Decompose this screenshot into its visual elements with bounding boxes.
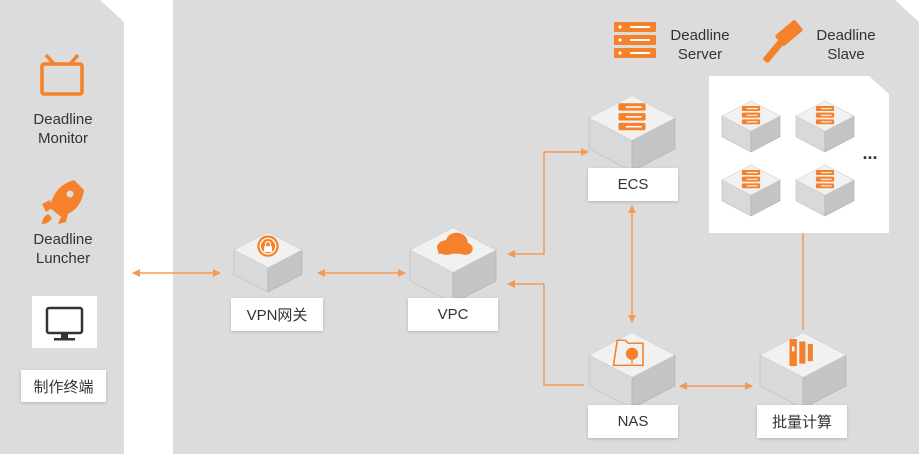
launcher-label-line2: Luncher bbox=[35, 250, 91, 267]
legend-slave-line2: Slave bbox=[827, 46, 865, 63]
server-rack-icon bbox=[815, 106, 835, 125]
vpc-node bbox=[409, 227, 497, 304]
cloud-icon bbox=[437, 232, 473, 255]
vpn-gateway-node bbox=[233, 231, 303, 293]
server-rack-icon bbox=[618, 103, 646, 131]
desktop-monitor-icon bbox=[45, 306, 84, 341]
ecs-node bbox=[588, 95, 676, 172]
legend-server-label: Deadline Server bbox=[662, 26, 738, 64]
legend-slave-line1: Deadline bbox=[816, 27, 876, 44]
nas-label: NAS bbox=[588, 405, 678, 438]
monitor-label-line1: Deadline bbox=[33, 111, 93, 128]
deadline-launcher-label: Deadline Luncher bbox=[14, 230, 112, 268]
legend-server-line1: Deadline bbox=[670, 27, 730, 44]
vpc-label: VPC bbox=[408, 298, 498, 331]
monitor-label-line2: Monitor bbox=[37, 130, 89, 147]
hammer-legend-icon bbox=[763, 20, 803, 63]
batch-compute-label: 批量计算 bbox=[757, 405, 847, 438]
server-rack-icon bbox=[815, 170, 835, 189]
batch-compute-node bbox=[759, 332, 847, 409]
server-rack-legend-icon bbox=[614, 22, 656, 58]
slave-node bbox=[795, 100, 855, 153]
nas-folder-icon bbox=[612, 339, 644, 367]
slave-node bbox=[721, 164, 781, 217]
workstation-card bbox=[32, 296, 97, 374]
deadline-monitor-label: Deadline Monitor bbox=[14, 110, 112, 148]
slave-node bbox=[721, 100, 781, 153]
nas-node bbox=[588, 332, 676, 409]
connector-vpc-nas bbox=[507, 280, 584, 386]
batch-compute-icon bbox=[789, 339, 813, 367]
legend-slave-label: Deadline Slave bbox=[808, 26, 884, 64]
terminal-label: 制作终端 bbox=[21, 370, 106, 402]
server-rack-icon bbox=[741, 106, 761, 125]
rocket-icon bbox=[42, 180, 84, 224]
legend-server-line2: Server bbox=[677, 46, 723, 63]
server-rack-icon bbox=[741, 170, 761, 189]
vpn-gateway-label: VPN网关 bbox=[231, 298, 323, 331]
more-slaves-ellipsis: ... bbox=[862, 143, 878, 163]
launcher-label-line1: Deadline bbox=[33, 231, 93, 248]
slave-node bbox=[795, 164, 855, 217]
ecs-label: ECS bbox=[588, 168, 678, 201]
vpn-lock-icon bbox=[257, 235, 279, 257]
tv-monitor-icon bbox=[40, 53, 84, 96]
workstation-card-footer bbox=[32, 348, 97, 374]
connector-vpc-ecs bbox=[507, 148, 589, 258]
